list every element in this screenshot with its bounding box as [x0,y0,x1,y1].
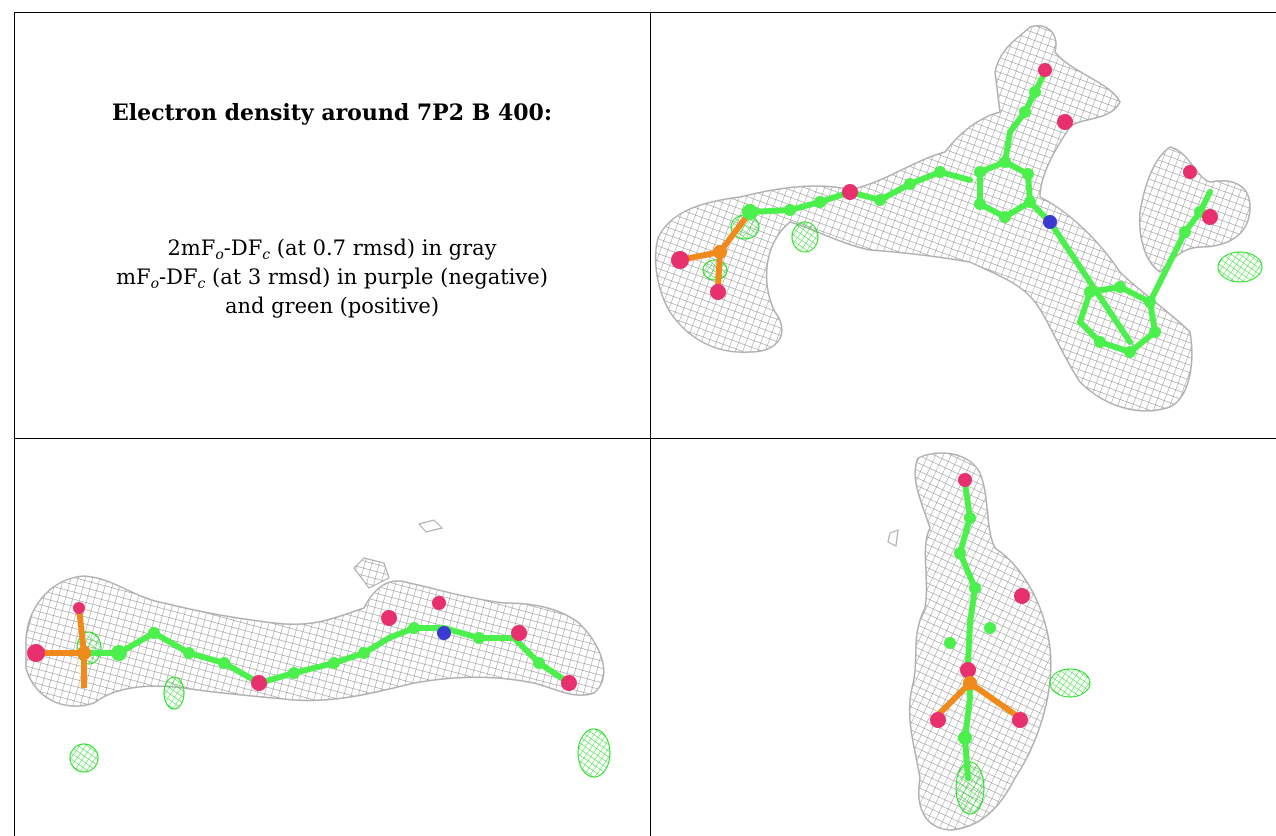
legend-line-fo-fc: mFo-DFc (at 3 rmsd) in purple (negative) [116,265,548,292]
positive-density-blobs [702,214,1263,283]
view-bottom-left [14,438,650,836]
gray-density-mesh-end-on [887,452,1052,831]
density-render-front [654,25,1263,412]
gray-density-mesh-side [25,519,605,707]
table-border-top [14,12,1276,13]
positive-density-blobs-end-on [955,668,1091,815]
ligand-stick-model [671,63,1218,358]
ligand-stick-model-end-on [930,473,1030,781]
view-top-right [650,12,1276,438]
density-render-end-on [887,452,1091,831]
density-render-side [25,519,611,778]
legend-line-colors: and green (positive) [224,294,440,318]
legend-line-2fo-fc: 2mFo-DFc (at 0.7 rmsd) in gray [167,236,497,263]
ligand-stick-model-side [27,596,577,691]
view-bottom-right [650,438,1276,836]
table-divider-horizontal [14,438,1276,439]
table-divider-vertical [650,12,651,836]
figure-title: Electron density around 7P2 B 400: [112,100,552,126]
caption-cell: Electron density around 7P2 B 400: 2mFo-… [14,12,650,438]
table-border-left [14,12,15,836]
density-legend: 2mFo-DFc (at 0.7 rmsd) in gray mFo-DFc (… [14,234,650,321]
